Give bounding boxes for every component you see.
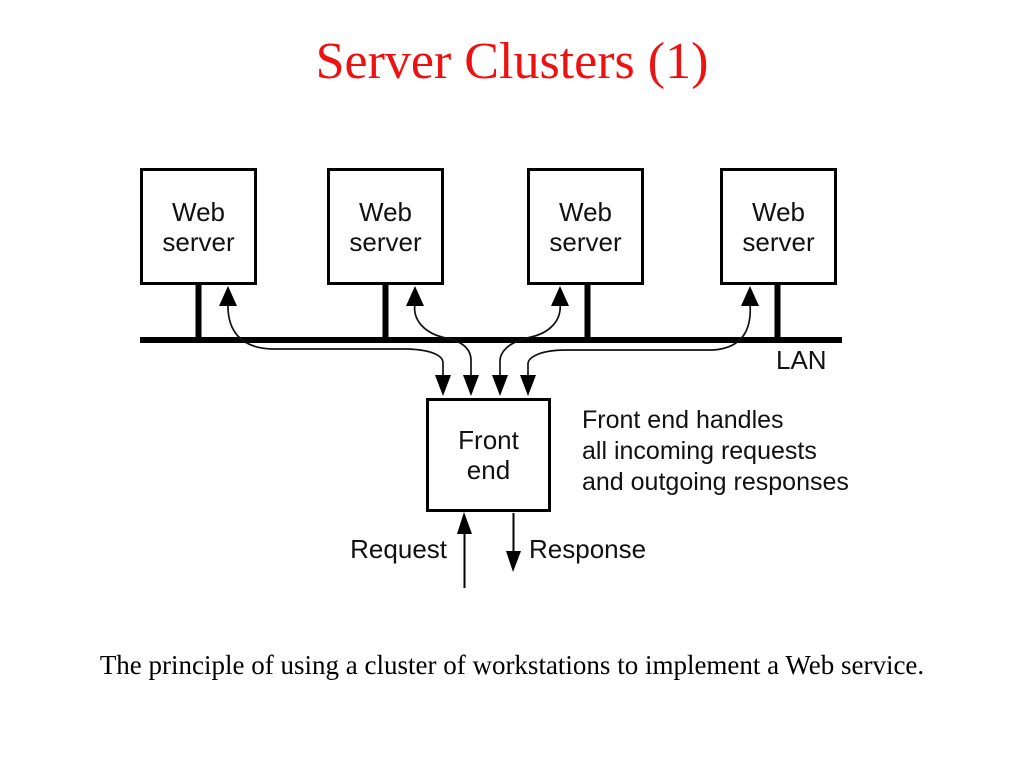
link-curve-server-2 <box>413 302 472 375</box>
link-curve-server-1 <box>227 302 444 375</box>
arrow-down-frontend-2-icon <box>463 375 479 396</box>
arrow-up-server-2-icon <box>406 286 424 306</box>
arrow-down-frontend-4-icon <box>520 375 536 396</box>
arrow-down-frontend-3-icon <box>492 375 508 396</box>
web-server-box-1 <box>140 168 257 285</box>
arrow-up-server-3-icon <box>551 286 569 306</box>
front-end-box <box>426 398 551 512</box>
link-curve-server-4 <box>527 302 752 375</box>
web-server-label-4: Web server <box>742 196 815 257</box>
arrow-up-server-1-icon <box>219 286 237 306</box>
web-server-box-2 <box>327 168 444 285</box>
web-server-label-2: Web server <box>349 196 422 257</box>
front-end-annotation: Front end handles all incoming requests … <box>582 406 849 496</box>
response-arrowhead-icon <box>506 551 521 572</box>
request-label: Request <box>350 534 447 564</box>
slide-title: Server Clusters (1) <box>315 33 709 90</box>
web-server-label-3: Web server <box>549 196 622 257</box>
arrow-down-frontend-1-icon <box>435 375 451 396</box>
slide-caption: The principle of using a cluster of work… <box>99 650 925 680</box>
web-server-label-1: Web server <box>162 196 235 257</box>
request-arrowhead-icon <box>457 512 472 534</box>
arrow-up-server-4-icon <box>741 286 759 306</box>
response-label: Response <box>529 534 647 564</box>
web-server-box-3 <box>527 168 644 285</box>
front-end-label: Front end <box>458 425 519 485</box>
link-curve-server-3 <box>499 302 561 375</box>
lan-label: LAN <box>776 345 827 375</box>
